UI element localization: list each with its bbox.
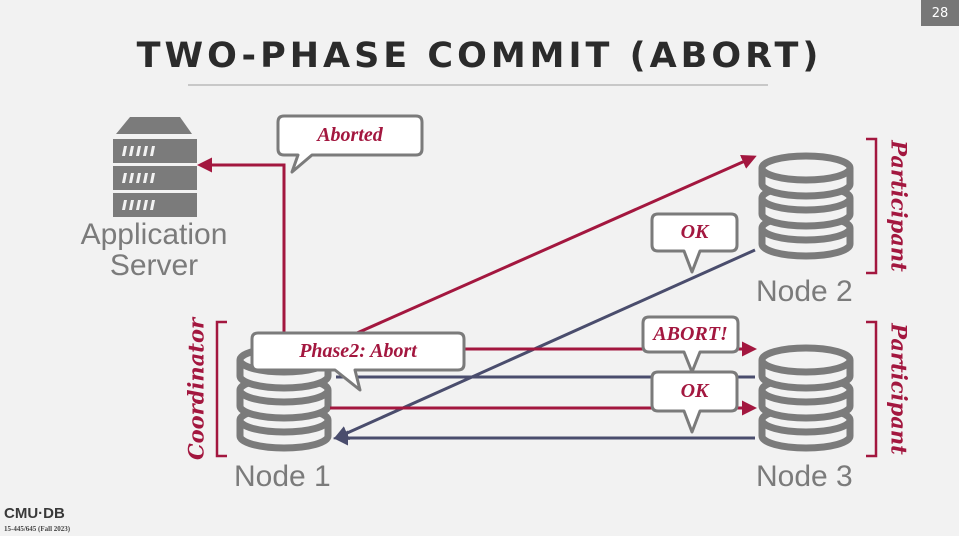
- bubble-abort-node3: ABORT!: [653, 323, 728, 345]
- node2-database-icon: [758, 152, 854, 260]
- app-server-label-line2: Server: [109, 249, 199, 282]
- bubble-aborted: Aborted: [317, 124, 383, 146]
- coordinator-label: Coordinator: [183, 317, 209, 461]
- bubble-ok-node2-shape: [650, 212, 739, 274]
- course-label: 15-445/645 (Fall 2023): [4, 525, 71, 533]
- slide-title: TWO-PHASE COMMIT (ABORT): [136, 36, 823, 76]
- node3-label: Node 3: [756, 460, 853, 493]
- role-brackets: [215, 137, 878, 458]
- title-divider: [188, 84, 768, 86]
- bubble-phase2-shape: [250, 331, 466, 392]
- node1-label: Node 1: [234, 460, 331, 493]
- bubble-phase2-abort: Phase2: Abort: [299, 340, 417, 362]
- bubble-abort-node3-shape: [641, 315, 740, 374]
- bubble-ok-node3: OK: [680, 380, 709, 402]
- participant-label-node3: Participant: [886, 323, 912, 455]
- bubble-ok-node2: OK: [680, 221, 709, 243]
- app-server-label-line1: Application: [80, 218, 228, 251]
- bubble-ok-node3-shape: [650, 370, 739, 434]
- cmu-db-logo: CMU·DB: [4, 505, 65, 522]
- page-number: 28: [921, 0, 959, 26]
- node3-database-icon: [758, 344, 854, 452]
- server-rack-icon: [113, 117, 197, 217]
- participant-label-node2: Participant: [886, 140, 912, 272]
- bubble-aborted-shape: [276, 114, 424, 174]
- arrow-node1-to-node2: [329, 155, 757, 347]
- node2-label: Node 2: [756, 275, 853, 308]
- arrow-node1-to-app-server: [197, 157, 286, 350]
